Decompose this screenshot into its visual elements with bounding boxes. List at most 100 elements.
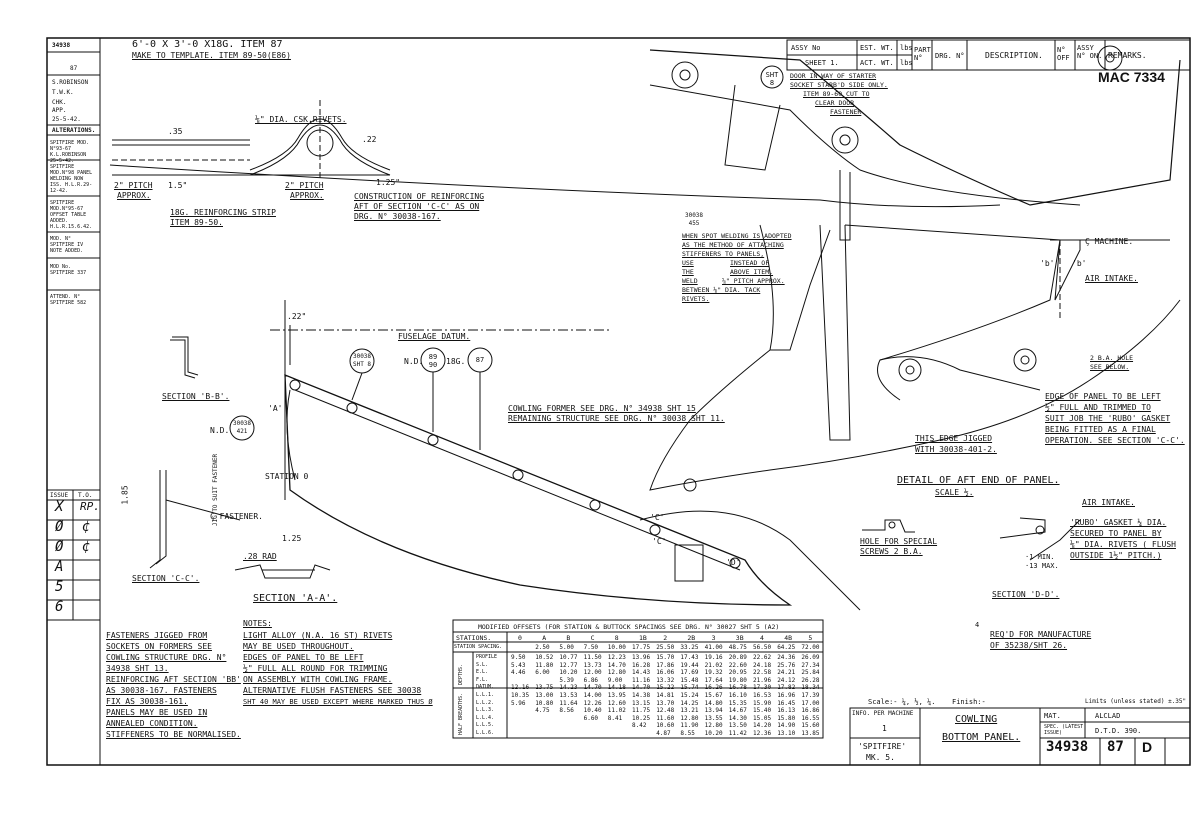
offsets-cell: 5.39: [559, 676, 574, 684]
offsets-spacing-cell: 17.75: [632, 644, 651, 651]
door-note-1: DOOR IN WAY OF STARTER: [790, 72, 877, 80]
rubo-note-3: ⅛" DIA. RIVETS ( FLUSH: [1070, 540, 1176, 549]
weld-note-10: BETWEEN ⅛" DIA. TACK: [682, 286, 761, 294]
offsets-cell: 14.70: [632, 684, 651, 692]
weld-note-9: ⅝" PITCH APPROX.: [722, 277, 785, 285]
offsets-cell: 10.35: [511, 692, 530, 699]
notes-title: NOTES:: [243, 619, 272, 628]
offsets-cell: 12.00: [583, 669, 602, 677]
offsets-cell: 12.80: [607, 669, 626, 677]
pitch-2: 2" PITCH: [285, 181, 324, 190]
req-mark: 4: [975, 621, 980, 629]
weld-note-3: STIFFENERS TO PANELS,: [682, 250, 765, 258]
spec-label: SPEC. (LATEST ISSUE): [1044, 724, 1084, 736]
offsets-cell: 14.70: [583, 684, 602, 692]
section-bb-title: SECTION 'B-B'.: [162, 392, 230, 401]
offsets-row-label: DATUM.: [476, 684, 495, 691]
offsets-cell: 13.15: [632, 699, 651, 707]
sheet-number: 87: [1107, 739, 1124, 755]
offsets-cell: 16.78: [728, 684, 747, 692]
offsets-cell: 16.26: [704, 684, 723, 692]
offsets-col-header: 3: [711, 634, 716, 642]
offsets-col-header: 3B: [735, 634, 744, 642]
drg-no-label: DRG. N°: [935, 52, 965, 60]
offsets-spacing-cell: 41.00: [704, 644, 723, 651]
offsets-cell: 6.00: [535, 669, 550, 677]
offsets-cell: 15.22: [656, 684, 675, 692]
offsets-cell: 10.80: [535, 699, 554, 707]
offsets-cell: 17.86: [656, 661, 675, 669]
offsets-spacing-cell: 64.25: [777, 644, 796, 651]
balloon-30038-421: 30038 421: [232, 420, 252, 435]
aircraft-mark: MK. 5.: [866, 753, 895, 762]
door-note-2: SOCKET STARB'D SIDE ONLY.: [790, 81, 888, 89]
dim-125-aa: 1.25: [282, 534, 302, 543]
offsets-cell: 13.94: [704, 707, 723, 715]
offsets-cell: 6.86: [583, 676, 599, 684]
offsets-row-label: L.L.5.: [476, 722, 495, 729]
offsets-cell: 20.89: [728, 654, 747, 661]
offsets-cell: 15.05: [753, 714, 772, 722]
offsets-cell: 13.00: [535, 692, 554, 699]
see-below-note: SEE BELOW.: [1090, 363, 1130, 371]
offsets-cell: 25.84: [801, 669, 820, 677]
offsets-cell: 15.67: [704, 692, 723, 699]
drawing-number: 34938: [1046, 739, 1089, 755]
machine-centerline: Ç MACHINE.: [1085, 237, 1134, 246]
est-wt-label: EST. WT.: [860, 44, 894, 52]
approx-2: APPROX.: [290, 191, 324, 200]
weld-note-4: USE: [682, 259, 694, 267]
offsets-col-header: 2: [663, 634, 668, 642]
offsets-row-label: L.L.2.: [476, 699, 495, 706]
offsets-row-label: PROFILE: [476, 654, 498, 660]
assy-no-label: ASSY No: [791, 44, 821, 52]
spec-value: D.T.D. 390.: [1095, 727, 1142, 735]
remarks-label: REMARKS.: [1108, 51, 1147, 60]
offsets-cell: 18.34: [801, 684, 820, 692]
offsets-col-header: 4B: [784, 634, 793, 642]
weld-note-2: AS THE METHOD OF ATTACHING: [682, 241, 784, 249]
offsets-cell: 17.43: [680, 654, 699, 661]
18g-label: 18G.: [446, 357, 466, 366]
offsets-row-label: L.L.4.: [476, 714, 495, 721]
offsets-cell: 15.35: [728, 699, 747, 707]
offsets-cell: 14.23: [559, 684, 578, 692]
offsets-cell: 19.80: [728, 676, 747, 684]
special-screws-note-2: SCREWS 2 B.A.: [860, 547, 923, 556]
fastener-note-7: FIX AS 30038-161.: [106, 697, 188, 706]
max-dim: ·13 MAX.: [1025, 562, 1059, 570]
offsets-spacing-cell: 56.50: [753, 644, 772, 651]
station-0-label: STATION 0: [265, 472, 309, 481]
offsets-cell: 15.70: [656, 654, 675, 661]
offsets-cell: 16.28: [632, 661, 651, 669]
offsets-col-header: C: [590, 634, 595, 642]
offsets-cell: 14.43: [632, 669, 651, 677]
air-intake-label: AIR INTAKE.: [1085, 274, 1138, 283]
offsets-cell: 17.69: [680, 669, 699, 677]
offsets-cell: 15.80: [777, 714, 796, 722]
fastener-note-9: ANNEALED CONDITION.: [106, 719, 198, 728]
note-line-4: ½" FULL ALL ROUND FOR TRIMMING: [243, 664, 388, 673]
offsets-cell: 13.73: [583, 661, 602, 669]
weld-note-6: THE: [682, 268, 694, 276]
act-wt-label: ACT. WT.: [860, 59, 894, 67]
offsets-cell: 14.90: [777, 722, 796, 730]
offsets-cell: 12.80: [680, 714, 699, 722]
offsets-cell: 13.95: [607, 692, 626, 699]
note-line-3: EDGES OF PANEL TO BE LEFT: [243, 653, 364, 662]
offsets-cell: 14.30: [728, 714, 747, 722]
offsets-cell: 14.18: [607, 684, 626, 692]
to-2: ¢: [82, 519, 91, 535]
offsets-cell: 5.96: [511, 699, 526, 707]
offsets-cell: 13.75: [535, 684, 554, 692]
offsets-spacing-cell: 5.00: [559, 644, 574, 651]
depths-label: DEPTHS.: [458, 663, 464, 685]
offsets-cell: 17.39: [801, 692, 820, 699]
offsets-cell: 12.26: [583, 699, 602, 707]
offsets-cell: 27.34: [801, 661, 820, 669]
issue-5: 5: [55, 579, 64, 595]
offsets-cell: 15.90: [753, 699, 772, 707]
offsets-cell: 16.10: [728, 692, 747, 699]
offsets-cell: 10.20: [704, 730, 723, 737]
mac-number: MAC 7334: [1098, 69, 1165, 85]
